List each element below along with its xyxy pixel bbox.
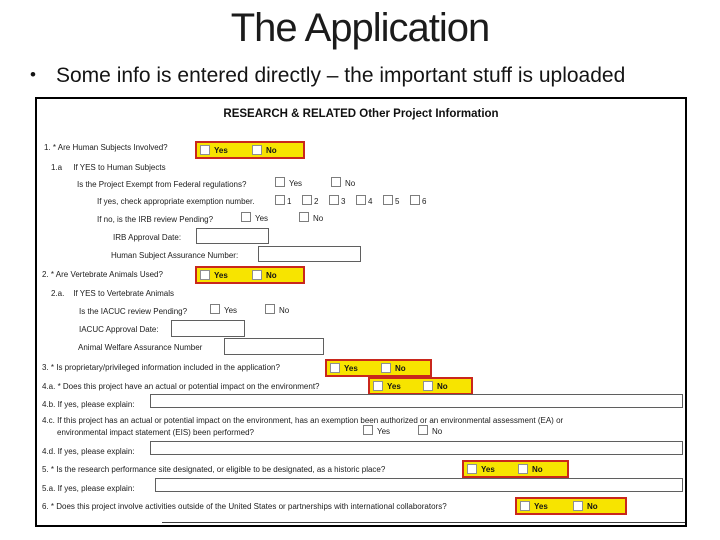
yes-checkbox[interactable]	[373, 381, 383, 391]
form-row-label: If no, is the IRB review Pending?	[97, 215, 214, 224]
form-row-label: IRB Approval Date:	[113, 233, 182, 242]
form-row-label: 4.a. * Does this project have an actual …	[42, 382, 320, 391]
yes-label: Yes	[481, 465, 495, 474]
no-checkbox[interactable]	[518, 464, 528, 474]
form-title: RESEARCH & RELATED Other Project Informa…	[223, 108, 499, 120]
form-bottom-divider	[162, 522, 685, 523]
form-row-label: 4.c. If this project has an actual or po…	[42, 416, 564, 425]
yes-label: Yes	[387, 382, 401, 391]
no-checkbox[interactable]	[299, 212, 309, 222]
no-label: No	[432, 427, 443, 436]
yes-label: Yes	[255, 214, 269, 223]
form-row-label: If yes, check appropriate exemption numb…	[97, 197, 255, 206]
yesno-highlight-group: Yes No	[462, 460, 569, 478]
yesno-highlight-group: Yes No	[325, 359, 432, 377]
bullet-row: • Some info is entered directly – the imp…	[30, 64, 700, 88]
no-checkbox[interactable]	[331, 177, 341, 187]
yesno-highlight-group: Yes No	[515, 497, 627, 515]
exemption-checkbox-label: 4	[368, 197, 373, 206]
form-row-label: Animal Welfare Assurance Number	[78, 343, 203, 352]
bullet-icon: •	[30, 65, 36, 84]
form-row-label: IACUC Approval Date:	[79, 325, 159, 334]
yes-checkbox[interactable]	[363, 425, 373, 435]
form-row-label: 4.d. If yes, please explain:	[42, 447, 135, 456]
no-label: No	[587, 502, 598, 511]
form-row-label: 6. * Does this project involve activitie…	[42, 502, 447, 511]
yes-checkbox[interactable]	[467, 464, 477, 474]
yes-checkbox[interactable]	[330, 363, 340, 373]
no-label: No	[313, 214, 324, 223]
yes-label: Yes	[344, 364, 358, 373]
form-row-label: 4.b. If yes, please explain:	[42, 400, 135, 409]
form-row-label: 3. * Is proprietary/privileged informati…	[42, 363, 280, 372]
text-input[interactable]	[150, 394, 683, 408]
exemption-checkbox-label: 1	[287, 197, 292, 206]
no-checkbox[interactable]	[418, 425, 428, 435]
exemption-checkbox-5[interactable]	[383, 195, 393, 205]
bullet-text: Some info is entered directly – the impo…	[56, 64, 626, 87]
text-input[interactable]	[258, 246, 361, 262]
form-row-label: Is the Project Exempt from Federal regul…	[77, 180, 247, 189]
no-label: No	[437, 382, 448, 391]
text-input[interactable]	[196, 228, 269, 244]
yes-label: Yes	[224, 306, 238, 315]
form-row-label: Is the IACUC review Pending?	[79, 307, 188, 316]
text-input[interactable]	[224, 338, 324, 355]
text-input[interactable]	[171, 320, 245, 337]
other-project-information-form: RESEARCH & RELATED Other Project Informa…	[35, 97, 687, 527]
exemption-checkbox-3[interactable]	[329, 195, 339, 205]
no-label: No	[395, 364, 406, 373]
exemption-checkbox-4[interactable]	[356, 195, 366, 205]
yes-label: Yes	[214, 271, 228, 280]
form-row-label: 1. * Are Human Subjects Involved?	[44, 143, 168, 152]
yes-label: Yes	[377, 427, 391, 436]
no-checkbox[interactable]	[381, 363, 391, 373]
no-label: No	[345, 179, 356, 188]
yes-checkbox[interactable]	[275, 177, 285, 187]
slide-title: The Application	[230, 6, 491, 50]
yes-checkbox[interactable]	[241, 212, 251, 222]
yes-checkbox[interactable]	[200, 270, 210, 280]
yes-label: Yes	[534, 502, 548, 511]
form-row-label: environmental impact statement (EIS) bee…	[57, 428, 254, 437]
yes-checkbox[interactable]	[520, 501, 530, 511]
form-row-label: 2.a. If YES to Vertebrate Animals	[51, 289, 175, 298]
yes-label: Yes	[214, 146, 228, 155]
yesno-highlight-group: Yes No	[195, 141, 305, 159]
no-checkbox[interactable]	[573, 501, 583, 511]
form-row-label: 5. * Is the research performance site de…	[42, 465, 386, 474]
yesno-highlight-group: Yes No	[195, 266, 305, 284]
form-row-label: 2. * Are Vertebrate Animals Used?	[42, 270, 163, 279]
form-row-label: Human Subject Assurance Number:	[111, 251, 239, 260]
no-checkbox[interactable]	[423, 381, 433, 391]
yes-label: Yes	[289, 179, 303, 188]
exemption-checkbox-label: 3	[341, 197, 346, 206]
no-checkbox[interactable]	[265, 304, 275, 314]
form-row-label: 1.a If YES to Human Subjects	[51, 163, 166, 172]
no-label: No	[266, 271, 277, 280]
exemption-checkbox-label: 5	[395, 197, 400, 206]
form-row-label: 5.a. If yes, please explain:	[42, 484, 135, 493]
exemption-checkbox-6[interactable]	[410, 195, 420, 205]
exemption-checkbox-1[interactable]	[275, 195, 285, 205]
no-checkbox[interactable]	[252, 145, 262, 155]
text-input[interactable]	[150, 441, 683, 455]
no-label: No	[266, 146, 277, 155]
yes-checkbox[interactable]	[200, 145, 210, 155]
exemption-checkbox-label: 6	[422, 197, 427, 206]
yes-checkbox[interactable]	[210, 304, 220, 314]
yesno-highlight-group: Yes No	[368, 377, 473, 395]
text-input[interactable]	[155, 478, 683, 492]
no-label: No	[532, 465, 543, 474]
exemption-checkbox-label: 2	[314, 197, 319, 206]
exemption-checkbox-2[interactable]	[302, 195, 312, 205]
no-checkbox[interactable]	[252, 270, 262, 280]
no-label: No	[279, 306, 290, 315]
